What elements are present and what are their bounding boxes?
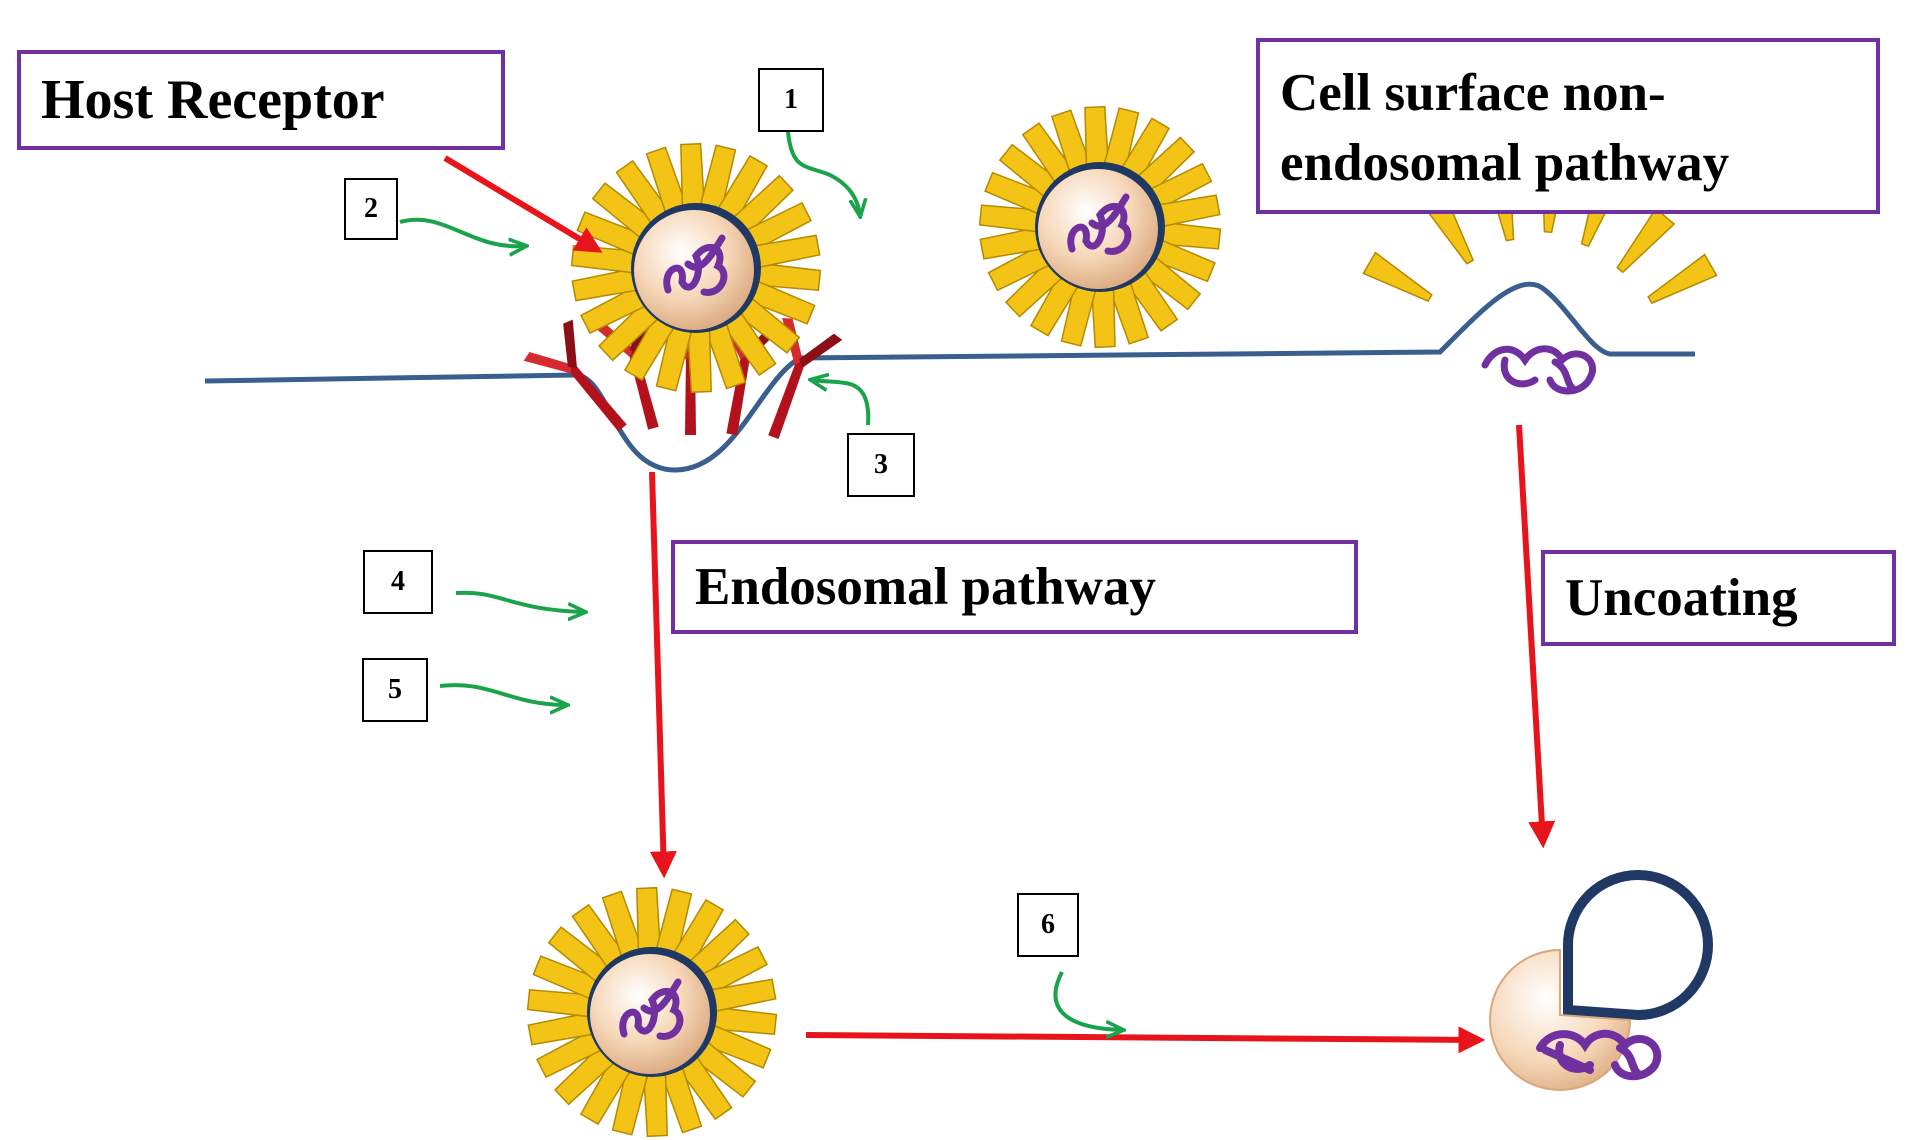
spike-protein [1616, 207, 1676, 274]
pointer-6 [1053, 971, 1122, 1030]
step-pointers [399, 131, 1122, 1030]
label-cell-surface-line1: Cell surface non- [1280, 64, 1666, 122]
arrow-host-receptor [443, 155, 603, 253]
pointer-2 [399, 217, 525, 247]
arrow-uncoating-down [1516, 424, 1556, 849]
step-number-4: 4 [363, 550, 433, 614]
pointer-1 [786, 131, 860, 215]
arrow-endosomal-down [649, 471, 677, 879]
arrow-to-uncoating [805, 1026, 1486, 1054]
label-uncoating: Uncoating [1541, 550, 1896, 646]
plasma-membrane [204, 281, 1695, 473]
label-endosomal-text: Endosomal pathway [695, 558, 1156, 616]
step-number-5: 5 [362, 658, 428, 722]
label-uncoating-text: Uncoating [1565, 569, 1798, 627]
virion-bound-to-receptor [570, 142, 822, 394]
pointer-3 [812, 380, 871, 426]
label-host-receptor: Host Receptor [17, 50, 505, 150]
step-number-1: 1 [758, 68, 824, 132]
label-cell-surface-pathway: Cell surface non- endosomal pathway [1256, 38, 1880, 214]
step-number-2: 2 [344, 178, 398, 240]
step-number-3: 3 [847, 433, 915, 497]
pointer-5 [439, 683, 566, 705]
label-host-receptor-text: Host Receptor [41, 69, 385, 131]
step-number-6: 6 [1017, 893, 1079, 957]
host-receptor [523, 319, 627, 432]
spike-protein [1362, 251, 1433, 303]
released-genome-cytoplasm [1536, 1029, 1662, 1081]
flow-arrows [443, 155, 1556, 1054]
label-endosomal-pathway: Endosomal pathway [671, 540, 1358, 634]
uncoated-capsid [1489, 870, 1713, 1091]
viral-genome [619, 978, 684, 1040]
viral-genome [1067, 193, 1132, 255]
released-genome-surface [1481, 345, 1596, 395]
virion-in-endosome [526, 886, 778, 1138]
spike-protein [1647, 253, 1718, 305]
pointer-4 [455, 590, 584, 612]
label-cell-surface-line2: endosomal pathway [1280, 134, 1730, 192]
viral-genome [663, 234, 728, 296]
virion-free [978, 105, 1222, 349]
